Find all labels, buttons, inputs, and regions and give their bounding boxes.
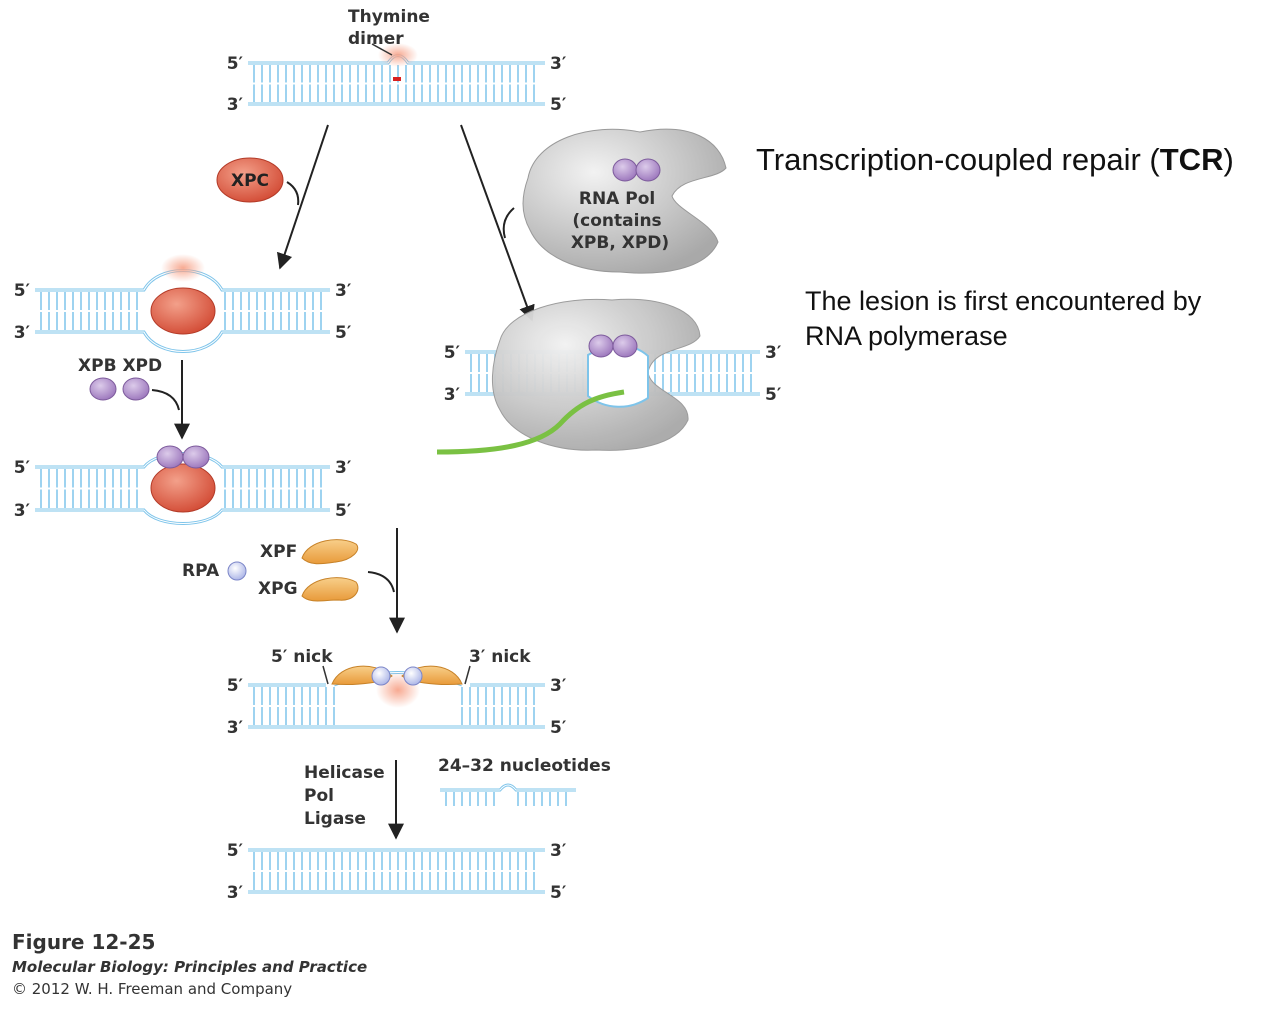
rpa-bound-1	[371, 666, 391, 686]
xpc-bound	[150, 287, 216, 335]
label-3prime-top: 3′	[550, 676, 567, 696]
damaged-dna-duplex: 5′ 3′ 3′ 5′	[227, 54, 567, 115]
xpd-protein	[122, 377, 150, 401]
rna-pol-label-line1: RNA Pol	[579, 189, 655, 209]
label-5prime-top: 5′	[227, 841, 244, 861]
label-5prime-bottom: 5′	[335, 323, 352, 343]
rna-polymerase-free	[522, 128, 727, 274]
xpb-xpd-label: XPB XPD	[78, 356, 162, 376]
label-3prime-top: 3′	[550, 841, 567, 861]
label-5prime-bottom: 5′	[550, 95, 567, 115]
bottom-strand-highlight	[35, 331, 330, 352]
tcr-title-abbrev: TCR	[1159, 142, 1224, 177]
xpf-xpg-join-curve	[367, 571, 395, 593]
oligo-strand-highlight	[440, 784, 576, 791]
helicase-pol-ligase-label: Helicase Pol Ligase	[304, 763, 391, 829]
thymine-dimer-lesion	[393, 77, 401, 81]
rnapol-join-curve	[502, 207, 515, 239]
rna-pol-label-line3: XPB, XPD)	[571, 233, 669, 253]
pol-label: Pol	[304, 786, 334, 806]
label-3prime-bottom: 3′	[227, 95, 244, 115]
label-5prime-bottom: 5′	[550, 883, 567, 903]
label-3prime-bottom: 3′	[14, 501, 31, 521]
label-5prime-top: 5′	[227, 54, 244, 74]
xpb-bound	[156, 445, 184, 469]
label-3prime-top: 3′	[335, 281, 352, 301]
rpa-bound-2	[403, 666, 423, 686]
excised-oligonucleotide	[440, 783, 576, 806]
tcr-title-pre: Transcription-coupled repair (	[756, 142, 1160, 177]
figure-number: Figure 12-25	[12, 930, 156, 954]
thymine-dimer-label: Thymine dimer	[348, 7, 436, 49]
tcr-title-post: )	[1223, 142, 1234, 177]
label-3prime-top: 3′	[335, 458, 352, 478]
xpg-protein	[301, 577, 359, 602]
nascent-rna	[436, 389, 625, 455]
tcr-note: The lesion is first encountered by RNA p…	[805, 286, 1202, 351]
nick5-pointer	[322, 665, 329, 685]
repaired-dna-duplex: 5′ 3′ 3′ 5′	[227, 841, 567, 903]
thymine-dimer-pointer	[371, 43, 393, 56]
dna-with-xpc-tfiih: 5′ 3′ 3′ 5′	[14, 452, 352, 525]
xpg-label: XPG	[258, 579, 298, 599]
copyright: © 2012 W. H. Freeman and Company	[12, 980, 293, 998]
xpc-join-curve	[286, 181, 300, 206]
label-5prime-bottom: 5′	[550, 718, 567, 738]
nick3-pointer	[464, 665, 471, 685]
label-3prime-bottom: 3′	[227, 718, 244, 738]
rna-polymerase-stalled	[491, 298, 701, 451]
helicase-label: Helicase	[304, 763, 385, 783]
label-3prime-bottom: 3′	[14, 323, 31, 343]
lesion-glow-2	[161, 254, 205, 282]
rnapol-xpd-icon	[635, 158, 661, 182]
bottom-strand	[35, 330, 330, 353]
xpd-bound	[182, 445, 210, 469]
label-3prime-top: 3′	[550, 54, 567, 74]
label-5prime-top: 5′	[444, 343, 461, 363]
nick5-label: 5′ nick	[271, 647, 333, 667]
book-title: Molecular Biology: Principles and Practi…	[12, 958, 368, 976]
label-5prime-top: 5′	[14, 281, 31, 301]
label-3prime-bottom: 3′	[444, 385, 461, 405]
thymine-dimer-label-line1: Thymine	[348, 7, 430, 27]
arrow-to-tcr	[460, 124, 535, 322]
xpf-label: XPF	[260, 542, 297, 562]
label-3prime-top: 3′	[765, 343, 782, 363]
tcr-title: Transcription-coupled repair (TCR)	[756, 142, 1234, 178]
xpc-label: XPC	[231, 171, 269, 191]
ligase-label: Ligase	[304, 809, 366, 829]
nick3-label: 3′ nick	[469, 647, 531, 667]
rna-pol-label: RNA Pol (contains XPB, XPD)	[571, 189, 669, 253]
label-5prime-top: 5′	[14, 458, 31, 478]
rnapol-xpb-icon	[612, 158, 638, 182]
xpb-xpd-join-curve	[151, 389, 180, 411]
excised-oligo-label: 24–32 nucleotides	[438, 756, 611, 776]
lesion-glow	[378, 43, 418, 67]
incised-dna: 5′ 3′ 3′ 5′	[227, 671, 567, 738]
label-5prime-bottom: 5′	[335, 501, 352, 521]
label-5prime-bottom: 5′	[765, 385, 782, 405]
xpb-protein	[89, 377, 117, 401]
thymine-dimer-label-line2: dimer	[348, 29, 404, 49]
stalled-xpd-icon	[612, 334, 638, 358]
oligo-strand	[440, 783, 576, 792]
label-5prime-top: 5′	[227, 676, 244, 696]
arrow-to-ggr	[276, 124, 329, 270]
xpf-protein	[301, 539, 359, 565]
rpa-label: RPA	[182, 561, 220, 581]
top-strand-highlight	[35, 453, 330, 468]
dna-with-xpc: 5′ 3′ 3′ 5′	[14, 269, 352, 353]
stalled-xpb-icon	[588, 334, 614, 358]
bottom-strand-highlight	[35, 509, 330, 524]
label-3prime-bottom: 3′	[227, 883, 244, 903]
xpc-bound-3	[150, 463, 216, 513]
rna-pol-label-line2: (contains	[572, 211, 661, 231]
xpc-protein	[216, 157, 284, 203]
rpa-protein	[227, 561, 247, 581]
